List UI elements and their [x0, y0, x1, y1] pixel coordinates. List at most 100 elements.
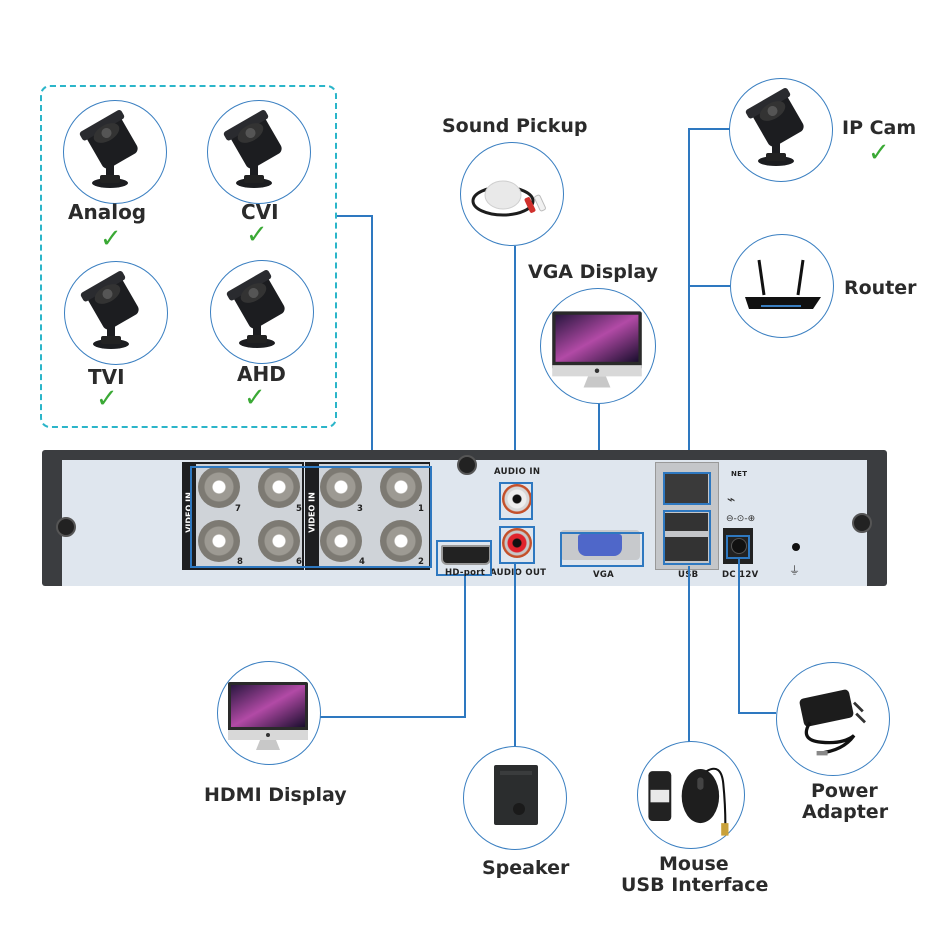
dc-highlight — [726, 535, 750, 559]
check-icon: ✓ — [244, 383, 266, 413]
bnc-number: 1 — [418, 504, 425, 514]
router-label: Router — [844, 277, 917, 299]
mouse-label-line2: USB Interface — [621, 874, 769, 896]
bnc-port-2 — [380, 520, 422, 562]
mouse-circle — [637, 741, 745, 849]
bnc-port-6 — [258, 520, 300, 562]
screw-icon — [457, 455, 477, 475]
bnc-port-1 — [380, 466, 422, 508]
audio-in-wire — [514, 246, 516, 484]
vga-display-circle — [540, 288, 656, 404]
sound-pickup-label: Sound Pickup — [442, 115, 588, 137]
power-adapter-circle — [776, 662, 890, 776]
polarity-icon: ⊖-⊙-⊕ — [726, 514, 756, 524]
camera-tvi-label: TVI — [88, 365, 125, 389]
camera-analog-circle — [63, 100, 167, 204]
audio-in-label: AUDIO IN — [494, 467, 541, 477]
audio-in-port — [502, 484, 532, 514]
router-circle — [730, 234, 834, 338]
bullet-camera-icon — [208, 101, 308, 201]
video-in-highlight — [190, 466, 432, 568]
bullet-camera-icon — [211, 261, 311, 361]
bnc-port-3 — [320, 466, 362, 508]
ground-icon: ⏚ — [789, 564, 800, 577]
camera-ahd-label: AHD — [237, 362, 286, 386]
hdmi-wire — [320, 716, 466, 718]
mouse-label-line1: Mouse — [659, 853, 729, 875]
bnc-port-4 — [320, 520, 362, 562]
router-icon — [745, 259, 821, 309]
camera-cvi-label: CVI — [241, 200, 279, 224]
bullet-camera-icon — [730, 79, 830, 179]
bnc-number: 5 — [296, 504, 303, 514]
hdmi-display-label: HDMI Display — [204, 784, 347, 806]
net-usb-block — [655, 462, 719, 570]
power-adapter-label-line2: Adapter — [802, 801, 889, 823]
monitor-icon — [541, 289, 653, 401]
bnc-number: 4 — [359, 557, 366, 567]
vga-label: VGA — [593, 570, 615, 580]
reset-hole — [792, 543, 800, 551]
monitor-icon — [218, 662, 318, 762]
vga-display-label: VGA Display — [528, 261, 658, 283]
audio-in-highlight — [499, 482, 533, 520]
screw-icon — [56, 517, 76, 537]
analog-camera-group — [40, 85, 337, 428]
power-adapter-label-line1: Power — [811, 780, 878, 802]
hdmi-display-circle — [217, 661, 321, 765]
check-icon: ✓ — [868, 138, 890, 168]
sound-pickup-circle — [460, 142, 564, 246]
bnc-port-8 — [198, 520, 240, 562]
vga-highlight — [560, 532, 644, 567]
check-icon: ✓ — [246, 220, 268, 250]
bnc-port-5 — [258, 466, 300, 508]
dc-label: DC 12V — [722, 570, 759, 580]
camera-tvi-circle — [64, 261, 168, 365]
audio-out-label: AUDIO OUT — [490, 568, 547, 578]
usb-highlight — [663, 510, 711, 565]
audio-out-wire — [514, 564, 516, 746]
power-adapter-icon — [799, 689, 866, 756]
speaker-label: Speaker — [482, 857, 570, 879]
net-highlight — [663, 472, 711, 505]
mouse-symbol-icon: ⌁ — [727, 492, 736, 508]
hdmi-wire — [464, 576, 466, 718]
camera-ahd-circle — [210, 260, 314, 364]
power-wire — [738, 559, 740, 713]
ip-cam-label: IP Cam — [842, 117, 917, 139]
video-wire — [337, 215, 373, 217]
camera-analog-label: Analog — [68, 200, 147, 224]
screw-icon — [852, 513, 872, 533]
ip-cam-circle — [729, 78, 833, 182]
bnc-port-7 — [198, 466, 240, 508]
network-wire — [688, 285, 730, 287]
usb-port — [664, 537, 708, 561]
video-wire — [371, 215, 373, 467]
bnc-number: 6 — [296, 557, 303, 567]
mouse-icon — [648, 767, 729, 836]
speaker-icon — [494, 765, 538, 825]
microphone-icon — [471, 180, 546, 217]
hd-port-label: HD-port — [445, 568, 486, 578]
bullet-camera-icon — [65, 262, 165, 362]
bnc-number: 3 — [357, 504, 364, 514]
bnc-number: 2 — [418, 557, 425, 567]
network-wire — [688, 128, 730, 130]
camera-cvi-circle — [207, 100, 311, 204]
check-icon: ✓ — [96, 384, 118, 414]
audio-out-highlight — [499, 526, 535, 564]
net-label: NET — [731, 470, 748, 478]
bnc-number: 7 — [235, 504, 242, 514]
usb-port — [664, 513, 708, 531]
hdmi-highlight — [436, 540, 492, 576]
power-wire — [738, 712, 776, 714]
audio-out-port — [502, 528, 532, 558]
check-icon: ✓ — [100, 224, 122, 254]
usb-wire — [688, 566, 690, 742]
vga-port — [560, 530, 640, 560]
bullet-camera-icon — [64, 101, 164, 201]
bnc-number: 8 — [237, 557, 244, 567]
speaker-circle — [463, 746, 567, 850]
ethernet-port — [664, 473, 708, 503]
network-wire — [688, 128, 690, 478]
